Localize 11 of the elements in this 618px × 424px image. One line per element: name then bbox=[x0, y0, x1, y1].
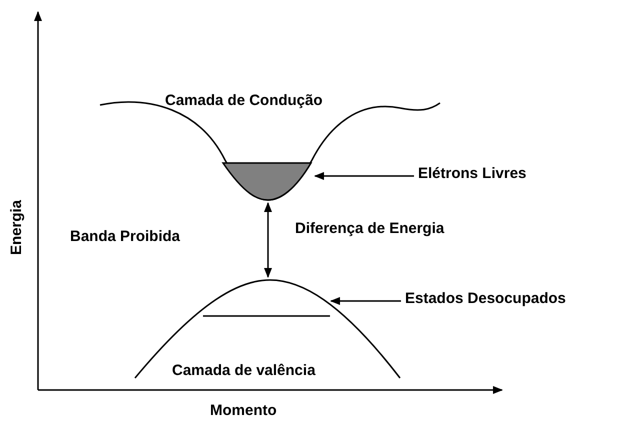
axis-label: Momento bbox=[210, 402, 277, 419]
leader-line bbox=[314, 172, 414, 180]
band-label: Camada de valência bbox=[172, 362, 316, 379]
region-label: Banda Proibida bbox=[70, 228, 180, 245]
leader-line bbox=[330, 297, 401, 305]
band-label: Camada de Condução bbox=[165, 92, 323, 109]
annotation-label: Estados Desocupados bbox=[405, 290, 566, 307]
annotation-label: Elétrons Livres bbox=[418, 165, 526, 182]
axis-label: Energia bbox=[8, 200, 25, 256]
double-arrow bbox=[264, 202, 272, 278]
edge-label: Diferença de Energia bbox=[295, 220, 444, 237]
